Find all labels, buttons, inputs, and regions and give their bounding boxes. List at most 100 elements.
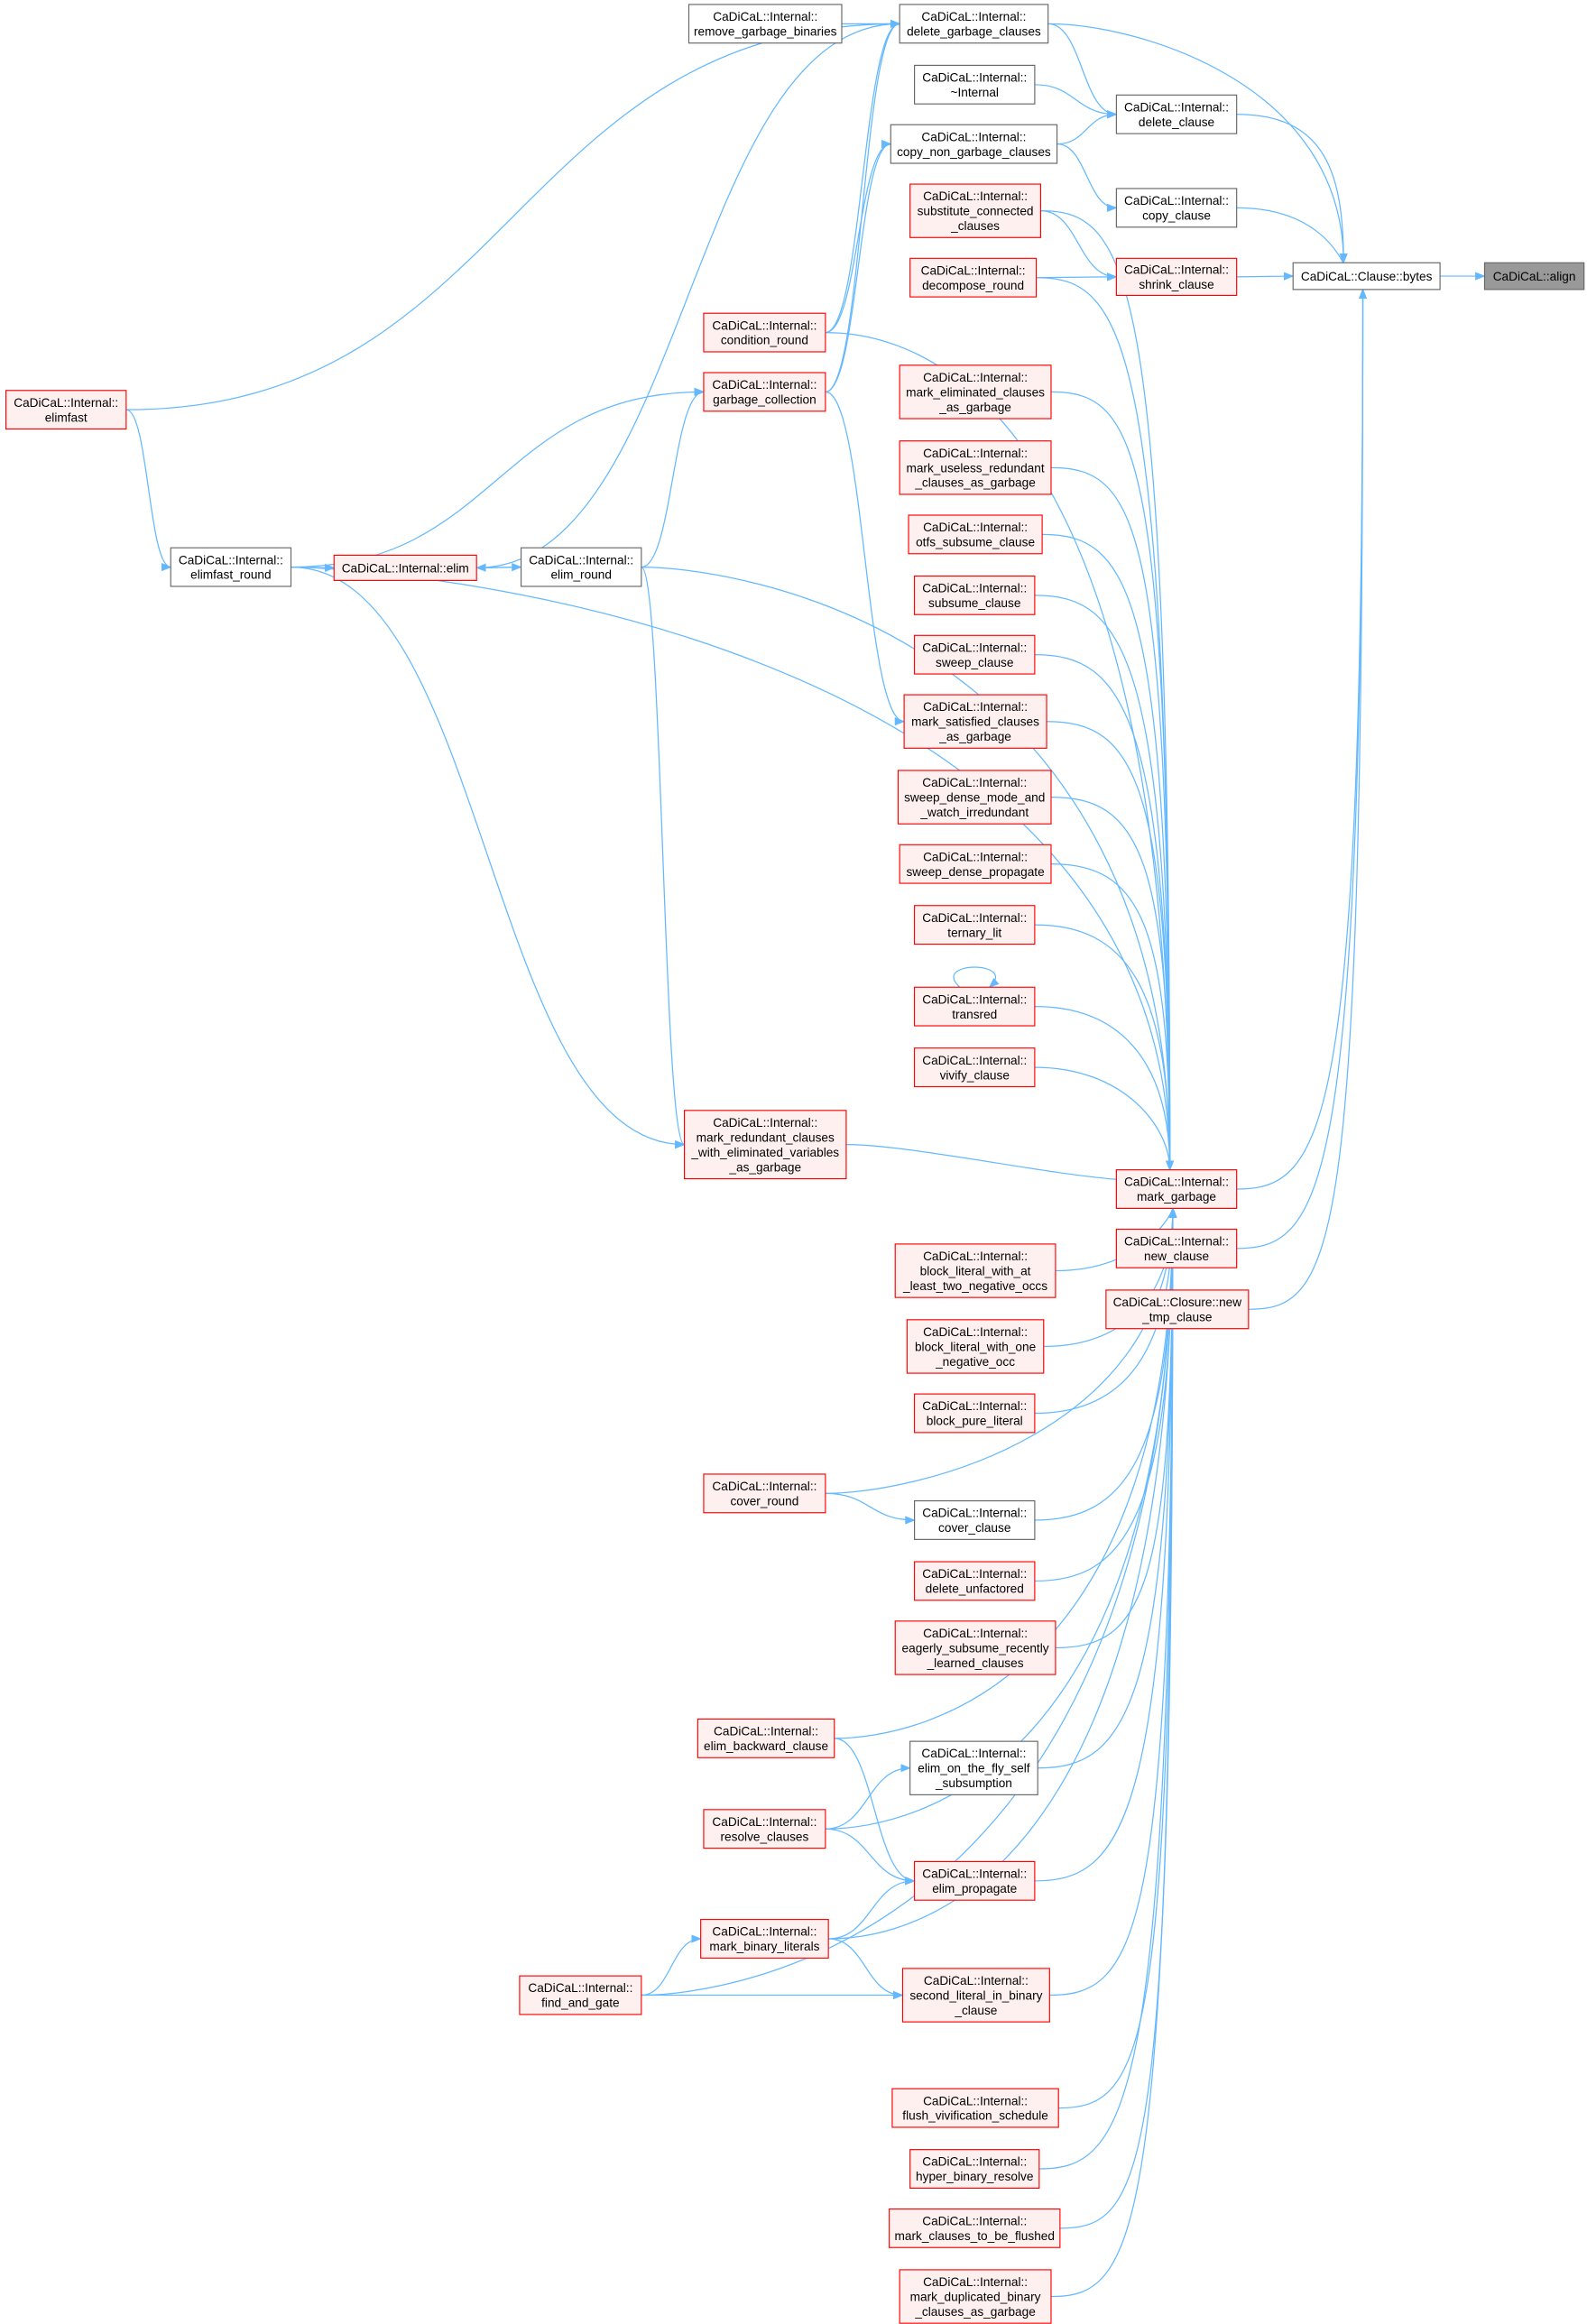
node-new_clause[interactable]: CaDiCaL::Internal::new_clause: [1115, 1228, 1238, 1268]
node-label: CaDiCaL::Internal::: [923, 521, 1028, 534]
node-label: CaDiCaL::Internal::: [14, 396, 118, 410]
node-eagerly_subsume[interactable]: CaDiCaL::Internal::eagerly_subsume_recen…: [894, 1620, 1056, 1675]
node-sweep_dense_propagate[interactable]: CaDiCaL::Internal::sweep_dense_propagate: [899, 844, 1052, 884]
node-label: CaDiCaL::Internal::: [922, 776, 1027, 789]
node-box: [914, 1561, 1036, 1601]
node-elim_propagate[interactable]: CaDiCaL::Internal::elim_propagate: [914, 1860, 1036, 1901]
node-find_and_gate[interactable]: CaDiCaL::Internal::find_and_gate: [519, 1975, 642, 2015]
node-second_literal[interactable]: CaDiCaL::Internal::second_literal_in_bin…: [901, 1968, 1050, 2023]
node-label: _subsumption: [935, 1776, 1012, 1790]
node-mark_garbage[interactable]: CaDiCaL::Internal::mark_garbage: [1115, 1169, 1238, 1209]
node-box: [906, 1319, 1045, 1374]
node-label: CaDiCaL::Clause::bytes: [1301, 270, 1433, 283]
node-label: block_literal_with_at: [920, 1264, 1031, 1277]
node-transred[interactable]: CaDiCaL::Internal::transred: [914, 986, 1036, 1027]
node-copy_clause[interactable]: CaDiCaL::Internal::copy_clause: [1115, 188, 1238, 228]
node-shrink_clause[interactable]: CaDiCaL::Internal::shrink_clause: [1115, 257, 1238, 297]
node-block_pure_literal[interactable]: CaDiCaL::Internal::block_pure_literal: [914, 1393, 1036, 1434]
node-otfs_subsume_clause[interactable]: CaDiCaL::Internal::otfs_subsume_clause: [908, 514, 1043, 555]
node-dtor[interactable]: CaDiCaL::Internal::~Internal: [914, 64, 1036, 105]
node-label: CaDiCaL::Internal::: [713, 10, 817, 23]
node-label: otfs_subsume_clause: [916, 536, 1035, 549]
node-elim_backward_clause[interactable]: CaDiCaL::Internal::elim_backward_clause: [697, 1718, 835, 1758]
node-elimfast_round[interactable]: CaDiCaL::Internal::elimfast_round: [170, 547, 292, 587]
node-block_two_neg[interactable]: CaDiCaL::Internal::block_literal_with_at…: [894, 1243, 1056, 1298]
node-delete_garbage_clauses[interactable]: CaDiCaL::Internal::delete_garbage_clause…: [899, 4, 1049, 44]
node-label: ternary_lit: [947, 926, 1001, 939]
node-resolve_clauses[interactable]: CaDiCaL::Internal::resolve_clauses: [703, 1809, 826, 1849]
node-box: [170, 547, 292, 587]
node-label: CaDiCaL::Internal::: [923, 2275, 1028, 2289]
node-box: [914, 905, 1036, 945]
node-condition_round[interactable]: CaDiCaL::Internal::condition_round: [703, 312, 826, 353]
node-label: condition_round: [721, 334, 808, 347]
node-garbage_collection[interactable]: CaDiCaL::Internal::garbage_collection: [703, 372, 826, 412]
node-elimfast[interactable]: CaDiCaL::Internal::elimfast: [5, 390, 127, 430]
node-label: mark_clauses_to_be_flushed: [895, 2229, 1055, 2243]
node-label: _as_garbage: [728, 1160, 801, 1174]
node-new_tmp_clause[interactable]: CaDiCaL::Closure::new_tmp_clause: [1105, 1289, 1250, 1330]
node-block_one_neg[interactable]: CaDiCaL::Internal::block_literal_with_on…: [906, 1319, 1045, 1374]
node-ternary_lit[interactable]: CaDiCaL::Internal::ternary_lit: [914, 905, 1036, 945]
node-box: [909, 2149, 1040, 2190]
node-label: find_and_gate: [541, 1997, 619, 2010]
node-label: CaDiCaL::Internal::: [712, 1480, 817, 1493]
node-label: CaDiCaL::Internal::: [922, 1507, 1027, 1520]
node-mark_satisfied[interactable]: CaDiCaL::Internal::mark_satisfied_clause…: [903, 694, 1047, 749]
node-mark_duplicated[interactable]: CaDiCaL::Internal::mark_duplicated_binar…: [899, 2269, 1052, 2324]
edge-cover_round-to-cover_clause: [825, 1492, 916, 1525]
node-mark_useless[interactable]: CaDiCaL::Internal::mark_useless_redundan…: [899, 440, 1052, 495]
node-elim_round[interactable]: CaDiCaL::Internal::elim_round: [520, 547, 642, 587]
node-sweep_dense_mode[interactable]: CaDiCaL::Internal::sweep_dense_mode_and_…: [897, 770, 1052, 825]
node-bytes[interactable]: CaDiCaL::Clause::bytes: [1292, 262, 1441, 290]
node-label: CaDiCaL::Internal::: [923, 2094, 1028, 2107]
node-decompose_round[interactable]: CaDiCaL::Internal::decompose_round: [909, 257, 1038, 298]
node-label: CaDiCaL::Internal::: [923, 700, 1028, 714]
node-label: CaDiCaL::Closure::new: [1113, 1296, 1242, 1309]
edge-otfs_subsume_clause-to-mark_garbage: [1042, 533, 1175, 1171]
node-align[interactable]: CaDiCaL::align: [1483, 262, 1585, 290]
node-delete_unfactored[interactable]: CaDiCaL::Internal::delete_unfactored: [914, 1561, 1036, 1601]
node-label: mark_duplicated_binary: [910, 2290, 1041, 2303]
node-label: garbage_collection: [713, 393, 817, 407]
node-label: CaDiCaL::Internal::: [922, 1868, 1027, 1881]
node-cover_clause[interactable]: CaDiCaL::Internal::cover_clause: [914, 1500, 1036, 1540]
node-label: CaDiCaL::Internal::: [529, 553, 633, 567]
node-flush_vivification[interactable]: CaDiCaL::Internal::flush_vivification_sc…: [891, 2088, 1059, 2128]
node-copy_non_garbage_clauses[interactable]: CaDiCaL::Internal::copy_non_garbage_clau…: [890, 124, 1058, 164]
node-box: [1115, 188, 1238, 228]
edge-find_and_gate-to-mark_binary_literals: [641, 1934, 702, 1997]
node-box: [1115, 94, 1238, 134]
node-box: [889, 2208, 1061, 2248]
node-label: _watch_irredundant: [919, 806, 1029, 819]
node-mark_eliminated[interactable]: CaDiCaL::Internal::mark_eliminated_claus…: [899, 364, 1052, 420]
node-label: delete_unfactored: [926, 1582, 1024, 1596]
node-label: elim_backward_clause: [704, 1739, 828, 1753]
node-label: eagerly_subsume_recently: [902, 1641, 1049, 1655]
node-box: [901, 1968, 1050, 2023]
node-delete_clause[interactable]: CaDiCaL::Internal::delete_clause: [1115, 94, 1238, 134]
node-label: CaDiCaL::Internal::: [922, 1567, 1027, 1581]
node-mark_redundant[interactable]: CaDiCaL::Internal::mark_redundant_clause…: [683, 1110, 847, 1180]
node-subsume_clause[interactable]: CaDiCaL::Internal::subsume_clause: [914, 575, 1036, 615]
node-vivify_clause[interactable]: CaDiCaL::Internal::vivify_clause: [914, 1047, 1036, 1088]
node-mark_binary_literals[interactable]: CaDiCaL::Internal::mark_binary_literals: [700, 1919, 829, 1959]
edge-vivify_clause-to-mark_garbage: [1034, 1066, 1175, 1171]
node-label: CaDiCaL::Internal::: [922, 1054, 1027, 1067]
node-label: CaDiCaL::Internal::: [923, 189, 1028, 203]
node-elim[interactable]: CaDiCaL::Internal::elim: [333, 554, 477, 581]
node-sweep_clause[interactable]: CaDiCaL::Internal::sweep_clause: [914, 634, 1036, 675]
node-remove_garbage_binaries[interactable]: CaDiCaL::Internal::remove_garbage_binari…: [687, 4, 843, 44]
node-elim_on_the_fly[interactable]: CaDiCaL::Internal::elim_on_the_fly_self_…: [909, 1740, 1038, 1795]
node-mark_clauses_flushed[interactable]: CaDiCaL::Internal::mark_clauses_to_be_fl…: [889, 2208, 1061, 2248]
node-label: elim_propagate: [932, 1882, 1017, 1895]
node-hyper_binary_resolve[interactable]: CaDiCaL::Internal::hyper_binary_resolve: [909, 2149, 1040, 2190]
node-substitute_connected_clauses[interactable]: CaDiCaL::Internal::substitute_connected_…: [909, 183, 1042, 238]
edge-mark_binary_literals-to-mark_garbage: [828, 1207, 1177, 1940]
node-box: [1115, 1169, 1238, 1209]
edge-condition_round-to-delete_garbage_clauses: [825, 19, 901, 334]
node-box: [897, 770, 1052, 825]
node-cover_round[interactable]: CaDiCaL::Internal::cover_round: [703, 1473, 826, 1514]
node-box: [703, 312, 826, 353]
node-box: [899, 2269, 1052, 2324]
